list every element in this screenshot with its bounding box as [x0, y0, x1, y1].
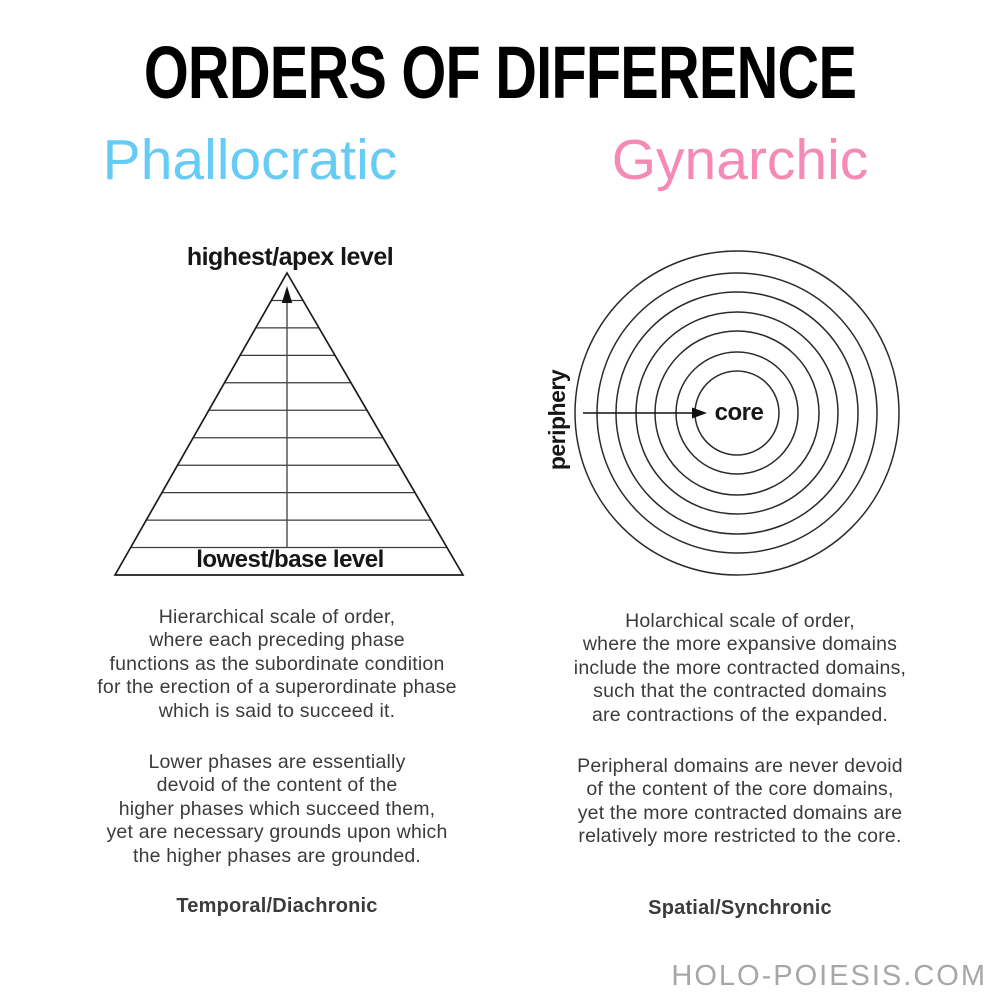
gynarchic-paragraph-1: Holarchical scale of order, where the mo…	[573, 610, 907, 726]
concentric-circles-diagram	[574, 250, 900, 576]
pyramid-level-lines	[130, 299, 447, 549]
pyramid-outline	[113, 271, 465, 576]
concentric-ring	[574, 250, 900, 576]
phallocratic-paragraph-1: Hierarchical scale of order, where each …	[97, 606, 457, 722]
spatial-synchronic-label: Spatial/Synchronic	[648, 896, 832, 919]
core-label: core	[714, 399, 764, 426]
phallocratic-paragraph-2: Lower phases are essentially devoid of t…	[106, 751, 448, 867]
phallocratic-description: Hierarchical scale of order, where each …	[77, 606, 477, 918]
periphery-label: periphery	[544, 369, 570, 471]
pyramid-apex-label: highest/apex level	[186, 243, 394, 271]
temporal-diachronic-label: Temporal/Diachronic	[176, 895, 378, 918]
gynarchic-description: Holarchical scale of order, where the mo…	[540, 610, 940, 920]
column-heading-phallocratic: Phallocratic	[102, 128, 398, 192]
column-heading-gynarchic: Gynarchic	[611, 128, 869, 192]
pyramid-diagram	[113, 271, 465, 576]
page-title: ORDERS OF DIFFERENCE	[143, 31, 857, 114]
gynarchic-paragraph-2: Peripheral domains are never devoid of t…	[577, 755, 903, 848]
right-arrow-icon	[692, 407, 707, 419]
pyramid-base-label: lowest/base level	[196, 546, 384, 573]
watermark: HOLO-POIESIS.COM	[671, 960, 987, 992]
up-arrow-icon	[281, 286, 293, 303]
